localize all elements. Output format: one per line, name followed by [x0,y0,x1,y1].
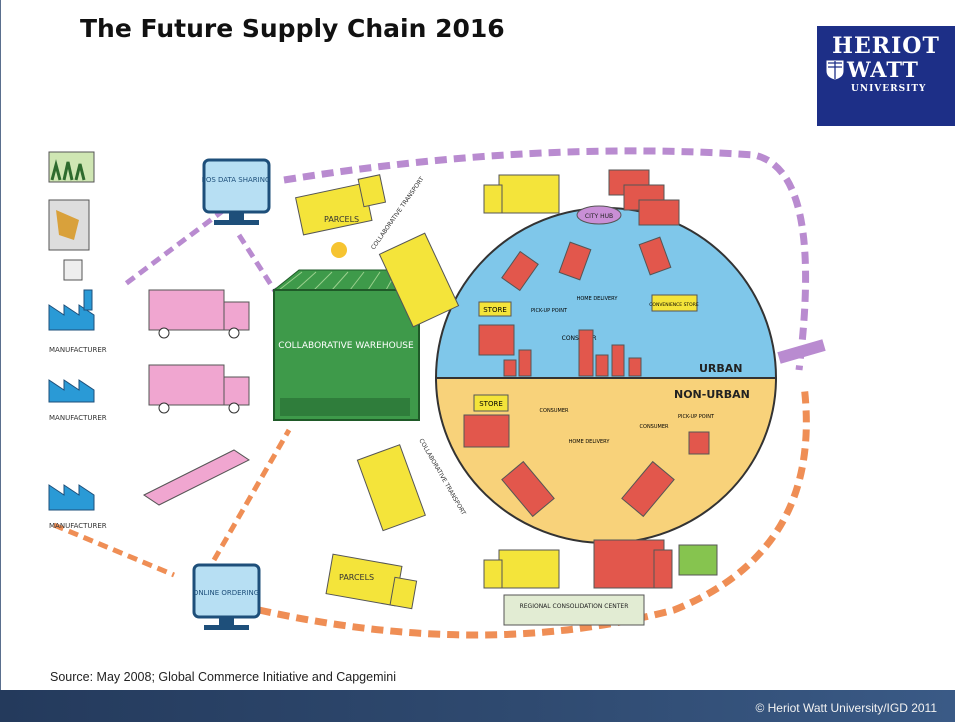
copyright-notice: © Heriot Watt University/IGD 2011 [755,701,937,715]
manufacturer-1-icon [48,289,95,331]
parcels-bottom-label: PARCELS [339,573,374,582]
collab-transport-truck-top [378,232,460,328]
store-nonurban-label: STORE [479,400,503,408]
pos-label: POS DATA SHARING [202,176,271,184]
pink-train [143,449,250,506]
urban-label: URBAN [699,362,743,375]
home-delivery-urban-label: HOME DELIVERY [577,296,619,302]
online-ordering-label: ONLINE ORDERING [193,589,259,597]
online-warehouse-arrow [211,428,292,562]
slide-frame-line [0,0,1,690]
heriot-watt-logo: HERIOT WATT UNIVERSITY [817,26,955,126]
home-delivery-nonurban-label: HOME DELIVERY [569,439,611,445]
red-trucks-city [608,169,680,226]
regional-center-label: REGIONAL CONSOLIDATION CENTER [520,603,629,610]
city-hub-icon [576,205,622,225]
consumer-nonurban-left-label: CONSUMER [540,408,569,414]
parcels-truck-top [295,174,387,236]
pink-truck-2 [148,364,250,414]
manufacturer-2-icon [48,379,95,403]
pos-monitor-icon [202,158,271,225]
logo-line-2: WATT [847,57,919,82]
manufacturer-2-label: MANUFACTURER [49,414,107,422]
parcels-top-label: PARCELS [324,215,359,224]
warehouse-label: COLLABORATIVE WAREHOUSE [278,341,414,351]
pick-up-nonurban-label: PICK-UP POINT [678,414,715,420]
collaborative-warehouse [272,242,420,421]
store-urban-label: STORE [483,306,507,314]
pos-manufacturer-arrow [122,208,226,287]
supply-chain-diagram: MANUFACTURER MANUFACTURER MANUFACTURER [48,147,826,639]
pick-up-urban-label: PICK-UP POINT [531,308,568,314]
crest-icon [825,59,845,81]
manufacturer-3-label: MANUFACTURER [49,522,107,530]
convenience-store-label: CONVENIENCE STORE [649,302,699,308]
yellow-truck-city [483,174,560,214]
consumer-nonurban-right-label: CONSUMER [640,424,669,430]
slide-title: The Future Supply Chain 2016 [80,14,505,43]
manufacturer-3-icon [48,484,95,511]
manufacturer-1-label: MANUFACTURER [49,346,107,354]
online-ordering-icon [192,563,261,630]
regional-center-box [503,594,645,626]
manufacturer-online-arrow [53,522,175,578]
non-urban-label: NON-URBAN [674,388,750,401]
purple-flow-arrow [283,147,810,371]
parcels-truck-bottom [325,553,418,610]
logo-line-1: HERIOT [832,33,940,59]
regional-center-trucks [483,539,718,589]
slide-footer: © Heriot Watt University/IGD 2011 [0,690,955,722]
collab-transport-truck-bottom [356,444,426,532]
sun-icon [331,242,347,258]
logo-line-3: UNIVERSITY [851,84,927,94]
source-note: Source: May 2008; Global Commerce Initia… [50,670,397,684]
city-hub-label: CITY HUB [585,213,613,220]
orange-flow-arrow [258,384,810,639]
pink-truck-1 [148,289,250,339]
city-skyline [503,329,642,377]
